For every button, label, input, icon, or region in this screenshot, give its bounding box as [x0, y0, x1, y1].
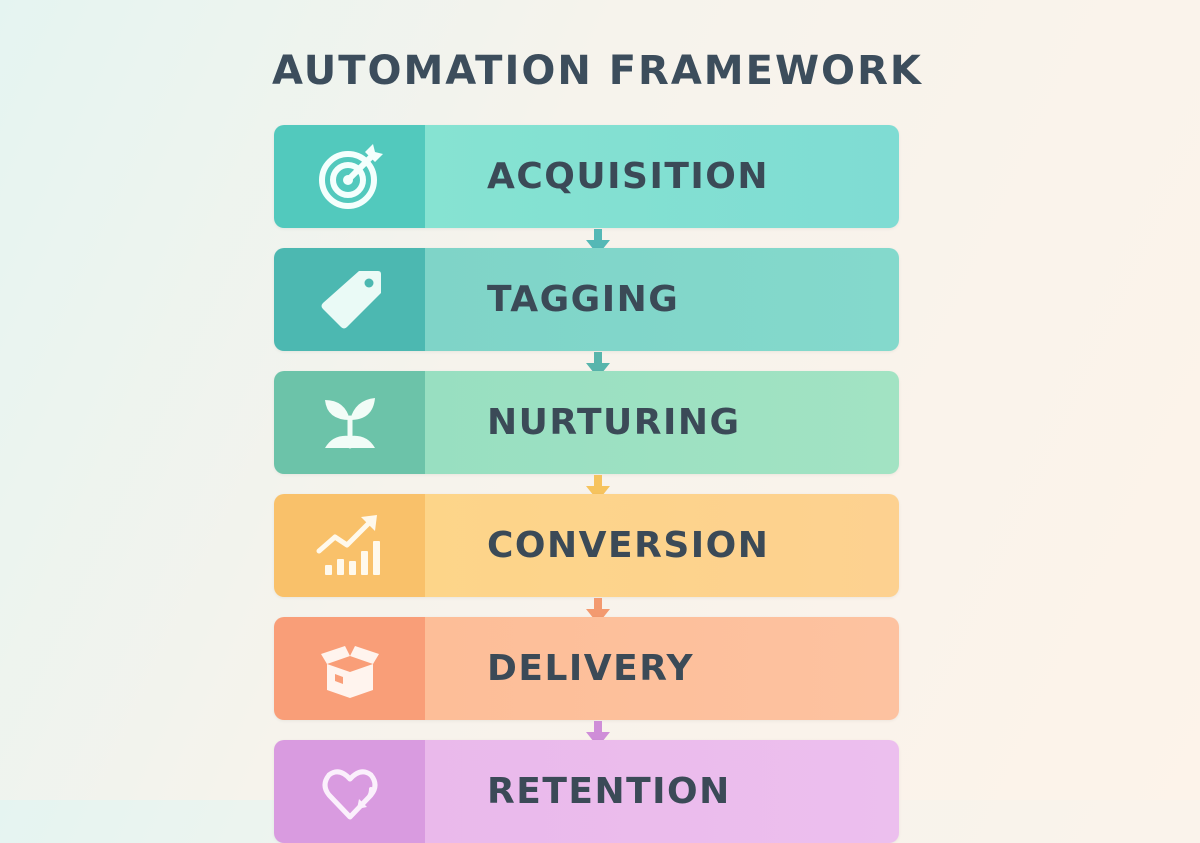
- flow-arrow: [586, 721, 610, 747]
- step-label-box: TAGGING: [425, 248, 899, 351]
- page-title: AUTOMATION FRAMEWORK: [272, 48, 923, 94]
- flow-arrow: [586, 598, 610, 624]
- step-label-box: CONVERSION: [425, 494, 899, 597]
- step-icon-box: [274, 248, 425, 351]
- step-nurturing: NURTURING: [274, 371, 899, 474]
- heart-refresh-icon: [322, 768, 377, 819]
- step-label: TAGGING: [487, 279, 680, 320]
- growth-chart-icon: [316, 514, 380, 575]
- flow-arrow: [586, 352, 610, 378]
- step-icon-box: [274, 617, 425, 720]
- flow-arrow: [586, 475, 610, 501]
- step-icon-box: [274, 125, 425, 228]
- step-acquisition: ACQUISITION: [274, 125, 899, 228]
- step-icon-box: [274, 371, 425, 474]
- tag-icon: [321, 270, 381, 328]
- step-label-box: DELIVERY: [425, 617, 899, 720]
- step-label-box: ACQUISITION: [425, 125, 899, 228]
- flow-arrow: [586, 229, 610, 255]
- step-delivery: DELIVERY: [274, 617, 899, 720]
- step-retention: RETENTION: [274, 740, 899, 843]
- step-label: NURTURING: [487, 402, 741, 443]
- step-label: DELIVERY: [487, 648, 695, 689]
- step-label-box: NURTURING: [425, 371, 899, 474]
- sprout-icon: [324, 397, 375, 448]
- target-icon: [318, 143, 383, 209]
- step-label: CONVERSION: [487, 525, 770, 566]
- step-conversion: CONVERSION: [274, 494, 899, 597]
- step-label-box: RETENTION: [425, 740, 899, 843]
- step-label: ACQUISITION: [487, 156, 770, 197]
- step-label: RETENTION: [487, 771, 731, 812]
- step-icon-box: [274, 494, 425, 597]
- step-icon-box: [274, 740, 425, 843]
- box-icon: [320, 645, 379, 698]
- step-tagging: TAGGING: [274, 248, 899, 351]
